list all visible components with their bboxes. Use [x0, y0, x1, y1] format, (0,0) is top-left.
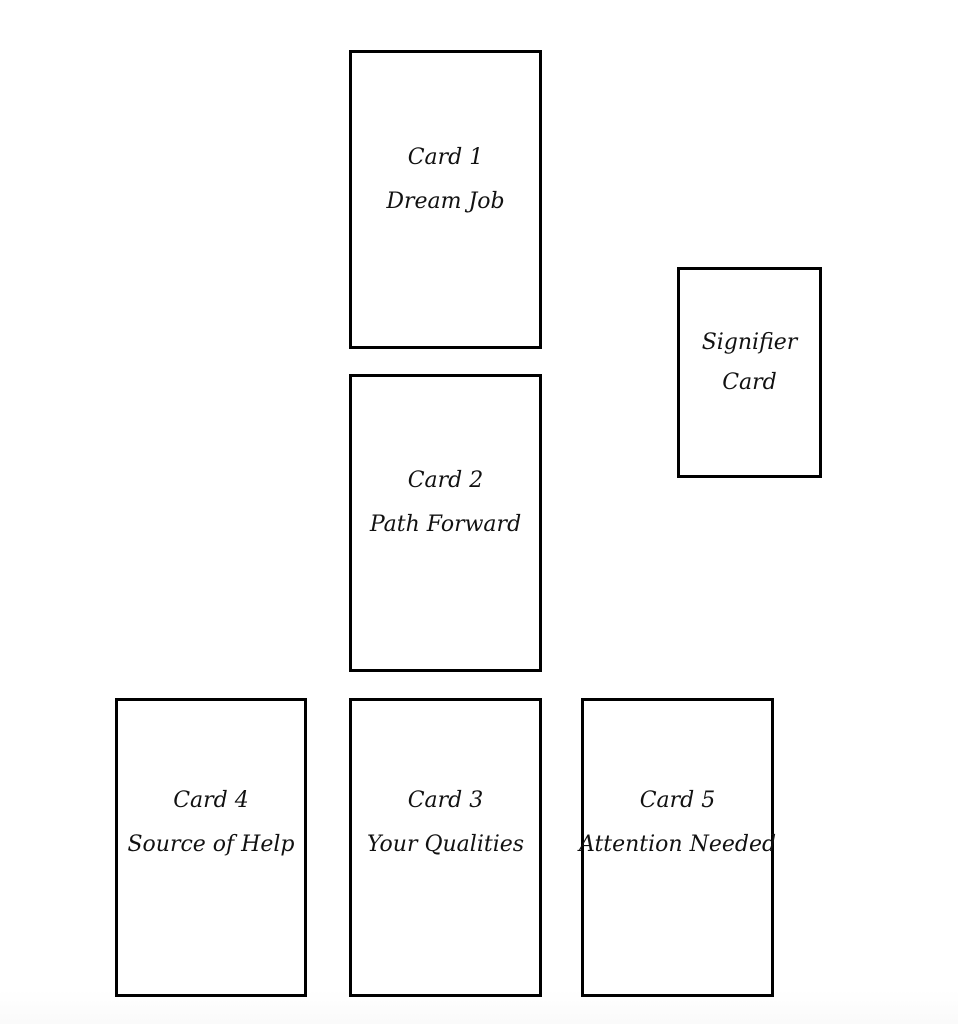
card-title: Card 1	[407, 144, 484, 170]
card-title: Card 4	[173, 787, 249, 813]
card-meaning: Path Forward	[369, 512, 522, 537]
card-meaning: Dream Job	[386, 188, 505, 214]
card-1-dream-job: Card 1 Dream Job	[349, 50, 542, 349]
card-4-source-of-help: Card 4 Source of Help	[115, 698, 307, 997]
signifier-line-1: Signifier	[701, 329, 798, 355]
card-title: Card 3	[407, 787, 484, 813]
card-meaning: Attention Needed	[578, 831, 777, 857]
card-meaning: Your Qualities	[366, 831, 525, 857]
signifier-line-2: Card	[722, 369, 777, 395]
card-2-path-forward: Card 2 Path Forward	[349, 374, 542, 672]
card-meaning: Source of Help	[127, 831, 295, 857]
card-5-attention-needed: Card 5 Attention Needed	[578, 698, 777, 997]
card-title: Card 2	[407, 468, 484, 493]
card-3-your-qualities: Card 3 Your Qualities	[349, 698, 542, 997]
signifier-card: Signifier Card	[677, 267, 822, 478]
card-title: Card 5	[639, 787, 716, 813]
